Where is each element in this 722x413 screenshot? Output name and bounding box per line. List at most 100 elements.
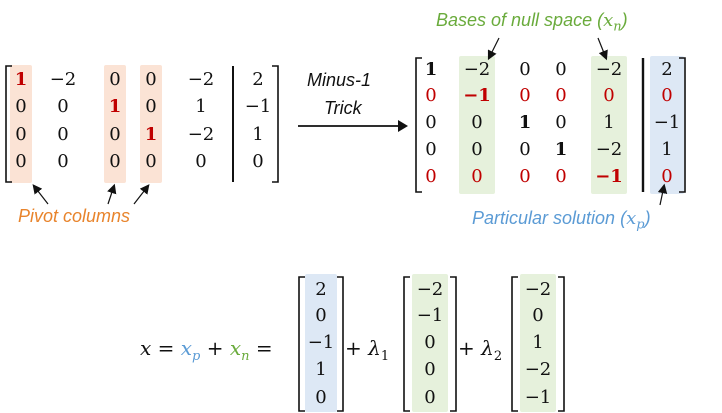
- matrix-cell: 2: [661, 59, 673, 80]
- null-basis-column-highlight-1: [459, 56, 495, 194]
- matrix-cell: 0: [661, 166, 673, 187]
- matrix-cell: 1: [424, 59, 438, 80]
- matrix-cell: −1: [524, 387, 552, 408]
- bases-var: x: [603, 10, 614, 31]
- matrix-cell: −2: [595, 139, 623, 160]
- matrix-cell: −2: [187, 69, 215, 90]
- matrix-cell: −2: [595, 59, 623, 80]
- particular-column-highlight: [650, 56, 684, 194]
- matrix-cell: 0: [424, 359, 436, 380]
- matrix-cell: 0: [661, 85, 673, 106]
- matrix-cell: 1: [252, 124, 264, 145]
- particular-sub: p: [636, 217, 645, 233]
- matrix-cell: 0: [15, 151, 27, 172]
- matrix-cell: 0: [471, 139, 483, 160]
- matrix-cell: 1: [518, 112, 532, 133]
- matrix-cell: −1: [416, 305, 444, 326]
- matrix-cell: 0: [109, 124, 121, 145]
- matrix-cell: 0: [424, 332, 436, 353]
- matrix-cell: 0: [555, 85, 567, 106]
- eq-lambda1: λ: [368, 336, 381, 360]
- matrix-cell: −1: [463, 85, 491, 106]
- eq-equals-2: =: [255, 336, 273, 360]
- matrix-cell: 0: [519, 59, 531, 80]
- matrix-cell: −1: [595, 166, 623, 187]
- matrix-cell: 0: [315, 305, 327, 326]
- matrix-cell: 0: [57, 151, 69, 172]
- bases-sub: n: [613, 19, 622, 35]
- matrix-cell: 1: [532, 332, 544, 353]
- matrix-cell: 0: [252, 151, 264, 172]
- matrix-cell: 0: [145, 151, 157, 172]
- matrix-cell: 1: [554, 139, 568, 160]
- pivot-columns-label: Pivot columns: [18, 206, 131, 226]
- matrix-cell: −2: [416, 279, 444, 300]
- particular-close: ): [644, 208, 651, 228]
- matrix-cell: −1: [307, 332, 335, 353]
- matrix-cell: 0: [195, 151, 207, 172]
- trick-label-line1: Minus-1: [307, 70, 372, 90]
- eq-xn: x: [229, 336, 242, 360]
- eq-lambda2-sub: 2: [493, 349, 503, 364]
- eq-xn-sub: n: [241, 349, 250, 364]
- vector-particular-highlight: [305, 274, 337, 412]
- particular-solution-label: Particular solution (xp): [472, 208, 651, 233]
- matrix-cell: 0: [425, 112, 437, 133]
- matrix-cell: 2: [315, 279, 327, 300]
- eq-plus-lambda1: + λ1: [345, 336, 389, 364]
- trick-label-line2: Trick: [324, 98, 362, 118]
- eq-xp-sub: p: [192, 349, 201, 364]
- matrix-cell: −2: [187, 124, 215, 145]
- matrix-cell: 0: [471, 112, 483, 133]
- matrix-cell: 1: [603, 112, 615, 133]
- matrix-cell: 0: [425, 85, 437, 106]
- matrix-cell: 1: [144, 124, 158, 145]
- matrix-cell: 1: [661, 139, 673, 160]
- matrix-cell: 0: [555, 59, 567, 80]
- matrix-cell: −1: [653, 112, 681, 133]
- null-basis-column-highlight-2: [591, 56, 627, 194]
- eq-plus-lambda2: + λ2: [458, 336, 502, 364]
- matrix-cell: 0: [57, 124, 69, 145]
- matrix-cell: 0: [315, 387, 327, 408]
- matrix-cell: 0: [15, 124, 27, 145]
- vector-n2-highlight: [520, 274, 556, 412]
- eq-plus-1: +: [345, 336, 362, 360]
- matrix-cell: 0: [603, 85, 615, 106]
- matrix-cell: 2: [252, 69, 264, 90]
- matrix-cell: −2: [524, 359, 552, 380]
- eq-x: x: [140, 336, 152, 360]
- matrix-cell: 0: [145, 96, 157, 117]
- matrix-cell: −1: [244, 96, 272, 117]
- matrix-cell: −2: [463, 59, 491, 80]
- matrix-cell: 0: [519, 85, 531, 106]
- bases-text: Bases of null space (: [436, 10, 604, 30]
- eq-plus: +: [206, 336, 224, 360]
- matrix-cell: 0: [109, 151, 121, 172]
- bases-of-null-space-label: Bases of null space (xn): [436, 10, 628, 35]
- matrix-cell: 1: [14, 69, 28, 90]
- matrix-cell: 0: [425, 166, 437, 187]
- eq-lambda1-sub: 1: [380, 349, 390, 364]
- matrix-cell: 0: [519, 139, 531, 160]
- bases-close: ): [621, 10, 628, 30]
- matrix-cell: 0: [519, 166, 531, 187]
- matrix-cell: 0: [555, 166, 567, 187]
- equation-lhs: x = xp + xn =: [140, 336, 273, 364]
- matrix-cell: 0: [471, 166, 483, 187]
- particular-var: x: [626, 208, 637, 229]
- particular-text: Particular solution (: [472, 208, 627, 228]
- matrix-cell: −2: [524, 279, 552, 300]
- matrix-cell: 0: [424, 387, 436, 408]
- matrix-cell: 0: [425, 139, 437, 160]
- matrix-cell: 0: [532, 305, 544, 326]
- eq-plus-2: +: [458, 336, 475, 360]
- matrix-cell: 1: [315, 359, 327, 380]
- matrix-cell: 1: [195, 96, 207, 117]
